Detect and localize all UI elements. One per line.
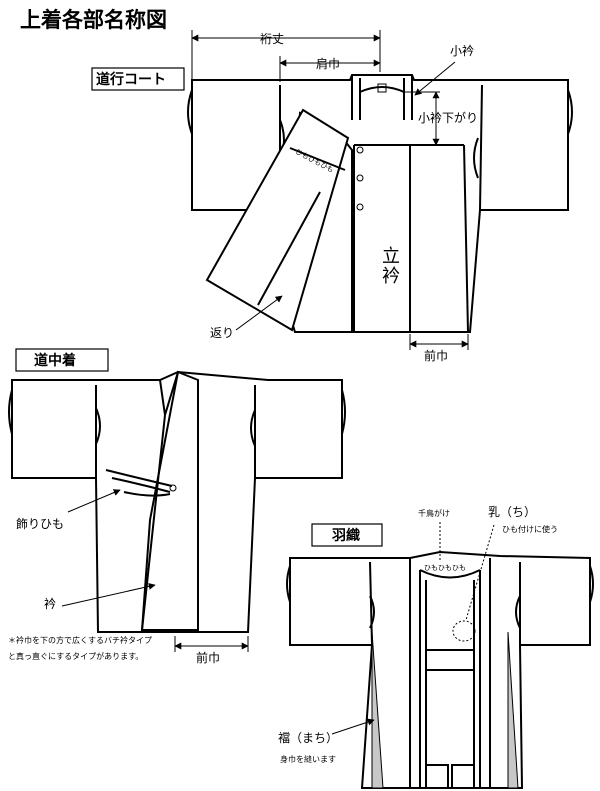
label-katahaba: 肩巾: [316, 56, 340, 71]
label-maehaba-dochugi: 前巾: [196, 650, 220, 665]
label-machi: 襠（まち）: [278, 730, 338, 745]
haori-label-box: [311, 523, 383, 547]
note-line-2: と真っ直ぐにするタイプがあります。: [8, 651, 143, 661]
label-chi-note: ひも付けに使う: [502, 524, 558, 534]
lapel-flap: [205, 108, 350, 332]
label-maehaba-michiyuki: 前巾: [424, 348, 448, 363]
label-yuki: 裄丈: [260, 32, 284, 46]
section-dochugi-name: 道中着: [34, 352, 76, 369]
svg-text:ひもひもひも: ひもひもひも: [424, 564, 466, 572]
label-koeri: 小衿: [450, 43, 474, 58]
label-tachieri-1: 立: [382, 246, 400, 267]
machi-right: [507, 631, 519, 789]
michiyuki-label-box: [91, 67, 185, 91]
note-line-1: ＊衿巾を下の方で広くするバチ衿タイプ: [8, 635, 152, 645]
machi-left: [371, 631, 384, 789]
label-koeri-sagari: 小衿下がり: [418, 110, 478, 125]
label-machi-note: 身巾を縫います: [280, 754, 336, 764]
dochugi-diagram: 飾りひも 衿 ＊衿巾を下の方で広くするバチ衿タイプ と真っ直ぐにするタイプがあり…: [8, 348, 346, 665]
haori-diagram: ひもひもひも 千鳥がけ 乳（ち） ひも付けに使う 襠（まち） 身巾を縫います 羽…: [278, 505, 594, 789]
section-haori-name: 羽織: [332, 527, 360, 544]
page-title: 上着各部名称図: [20, 8, 167, 32]
dochugi-label-box: [15, 348, 109, 372]
michiyuki-coat-diagram: ひもひもひも 裄丈 肩巾 小衿 小衿下がり 立 衿 返り 前巾 道行コート: [91, 30, 573, 363]
label-tachieri-2: 衿: [382, 266, 400, 287]
label-eri: 衿: [44, 596, 56, 611]
label-kazari-himo: 飾りひも: [16, 517, 64, 531]
label-chidori: 千鳥がけ: [418, 508, 450, 518]
section-michiyuki-name: 道行コート: [96, 71, 166, 88]
label-chi: 乳（ち）: [488, 505, 536, 519]
label-kaeri: 返り: [210, 326, 234, 340]
